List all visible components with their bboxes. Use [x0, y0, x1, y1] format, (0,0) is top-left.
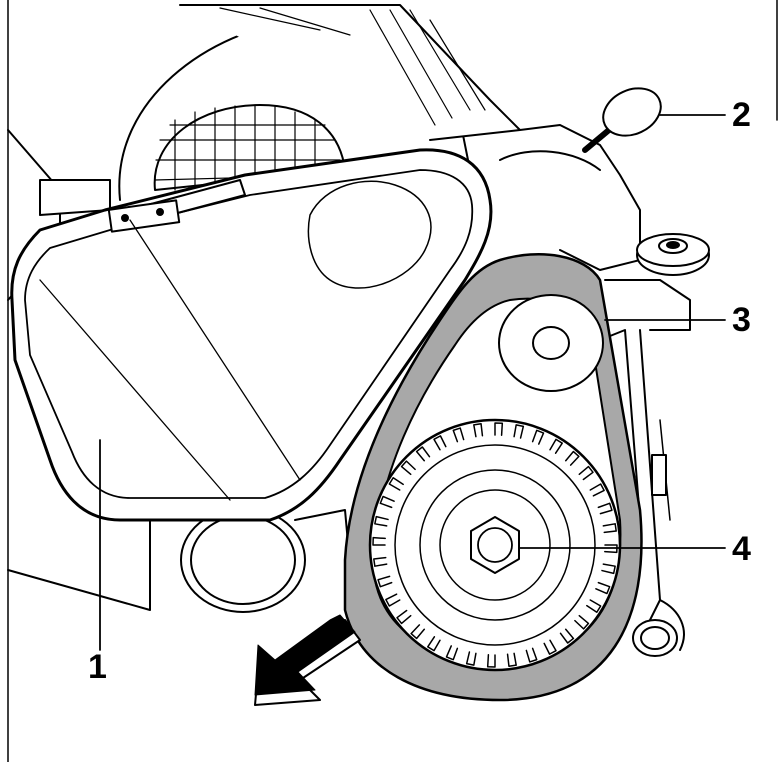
pulley-tooth: [525, 647, 538, 663]
lower-pulley: [368, 418, 622, 672]
pulley-tooth: [427, 636, 441, 652]
callout-2: 2: [732, 96, 751, 134]
pulley-tooth: [372, 536, 386, 546]
pulley-tooth: [373, 556, 388, 567]
pulley-tooth: [574, 614, 590, 630]
pulley-tooth: [601, 563, 616, 575]
pulley-tooth: [433, 435, 447, 451]
pulley-tooth: [586, 599, 602, 613]
pulley-tooth: [396, 609, 412, 625]
pulley-tooth: [473, 423, 484, 438]
pulley-tooth: [506, 652, 517, 667]
belt-cover: [10, 148, 493, 522]
pulley-tooth: [531, 429, 545, 445]
pulley-tooth: [388, 477, 404, 491]
pulley-tooth: [374, 515, 389, 527]
upper-pulley: [498, 294, 604, 392]
pulley-tooth: [415, 446, 431, 462]
pulley-tooth: [385, 593, 401, 607]
pulley-tooth: [589, 483, 605, 497]
leader-lines: [99, 114, 726, 651]
pulley-tooth: [602, 523, 617, 534]
pulley-tooth: [379, 495, 395, 509]
pulley-tooth: [377, 575, 393, 588]
pulley-tooth: [597, 502, 613, 515]
pulley-tooth: [549, 438, 563, 454]
lever-handle: [602, 87, 662, 137]
lever-assembly: [499, 87, 710, 331]
pulley-tooth: [543, 639, 557, 655]
arrow-down-left-icon: [254, 614, 361, 706]
pulley-tooth: [578, 465, 594, 481]
callout-3: 3: [732, 301, 751, 339]
pulley-tooth: [564, 450, 580, 466]
pulley-tooth: [486, 654, 496, 668]
pulley-tooth: [445, 645, 459, 661]
pulley-tooth: [494, 422, 504, 436]
rear-roller: [632, 329, 685, 657]
pulley-tooth: [513, 424, 525, 439]
pulley-tooth: [410, 624, 426, 640]
callout-4: 4: [732, 530, 751, 568]
pulley-tooth: [559, 628, 575, 644]
pulley-tooth: [400, 460, 416, 476]
front-roller: [180, 507, 356, 621]
pulley-tooth: [452, 427, 465, 443]
frame-lines: [7, 0, 778, 762]
callout-1: 1: [88, 648, 107, 686]
pulley-tooth: [595, 581, 611, 595]
pulley-tooth: [465, 651, 477, 666]
